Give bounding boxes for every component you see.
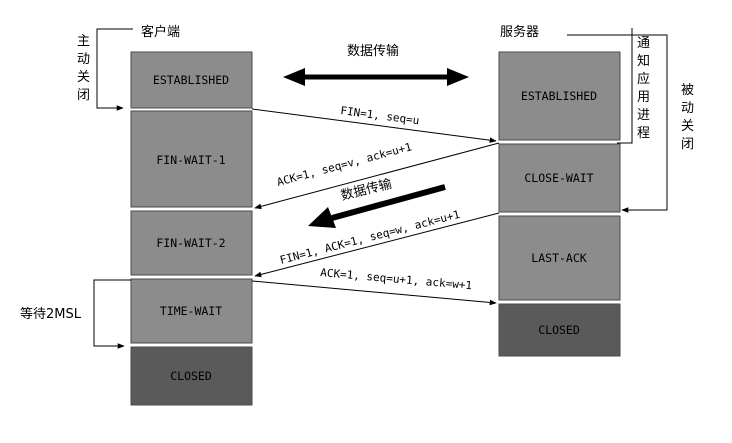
active-close-label: 主 动 关 闭 [77,34,90,103]
passive-close-label: 被 动 关 闭 [681,83,694,152]
server-state-last-ack: LAST-ACK [498,215,621,301]
client-state-closed-label: CLOSED [170,369,212,383]
data-transfer-top-label: 数据传输 [347,43,399,59]
server-state-established-label: ESTABLISHED [521,89,597,103]
server-state-established: ESTABLISHED [498,51,621,141]
data-transfer-mid-label: 数据传输 [339,176,393,204]
wait-2msl-bracket [93,279,131,349]
ack1-arrow [254,142,500,210]
fin2-label: FIN=1, ACK=1, seq=w, ack=u+1 [278,208,461,267]
client-state-established-label: ESTABLISHED [153,73,229,87]
active-close-char-1: 主 [77,34,90,49]
server-title: 服务器 [500,24,539,40]
client-state-time-wait-label: TIME-WAIT [160,304,222,318]
data-transfer-double-arrow [283,68,469,86]
wait-2msl-label: 等待2MSL [20,306,82,322]
passive-close-char-1: 被 [681,83,694,98]
ack2-label: ACK=1, seq=u+1, ack=w+1 [320,266,473,292]
client-state-time-wait: TIME-WAIT [130,278,253,344]
server-state-last-ack-label: LAST-ACK [531,251,586,265]
server-state-closed: CLOSED [498,303,621,357]
notify-app-label: 通 知 应 用 进 程 [637,36,650,141]
passive-close-char-2: 动 [681,101,694,116]
client-title: 客户端 [141,24,180,40]
active-close-char-4: 闭 [77,88,90,103]
client-state-closed: CLOSED [130,346,253,406]
active-close-char-2: 动 [77,52,90,67]
passive-close-bracket [567,34,668,213]
notify-app-char-6: 程 [637,126,650,141]
active-close-bracket [96,28,133,111]
client-state-established: ESTABLISHED [130,51,253,109]
client-state-fin-wait-2-label: FIN-WAIT-2 [156,236,225,250]
notify-app-char-1: 通 [637,36,650,51]
notify-app-bracket [617,28,633,144]
client-state-fin-wait-1: FIN-WAIT-1 [130,110,253,208]
ack1-label: ACK=1, seq=v, ack=u+1 [275,140,413,189]
fin2-arrow [254,212,500,278]
notify-app-char-4: 用 [637,90,650,105]
client-state-fin-wait-1-label: FIN-WAIT-1 [156,153,225,167]
client-state-fin-wait-2: FIN-WAIT-2 [130,210,253,276]
notify-app-char-5: 进 [637,108,650,123]
server-state-close-wait-label: CLOSE-WAIT [524,171,593,185]
notify-app-char-3: 应 [637,71,650,87]
passive-close-char-3: 关 [681,119,694,134]
notify-app-char-2: 知 [637,53,650,69]
server-state-close-wait: CLOSE-WAIT [498,143,621,213]
ack2-arrow [251,280,497,306]
server-state-closed-label: CLOSED [538,323,580,337]
active-close-char-3: 关 [77,70,90,85]
passive-close-char-4: 闭 [681,137,694,152]
data-transfer-mid-arrow [308,184,446,228]
fin1-label: FIN=1, seq=u [340,104,421,127]
fin1-arrow [251,108,497,143]
